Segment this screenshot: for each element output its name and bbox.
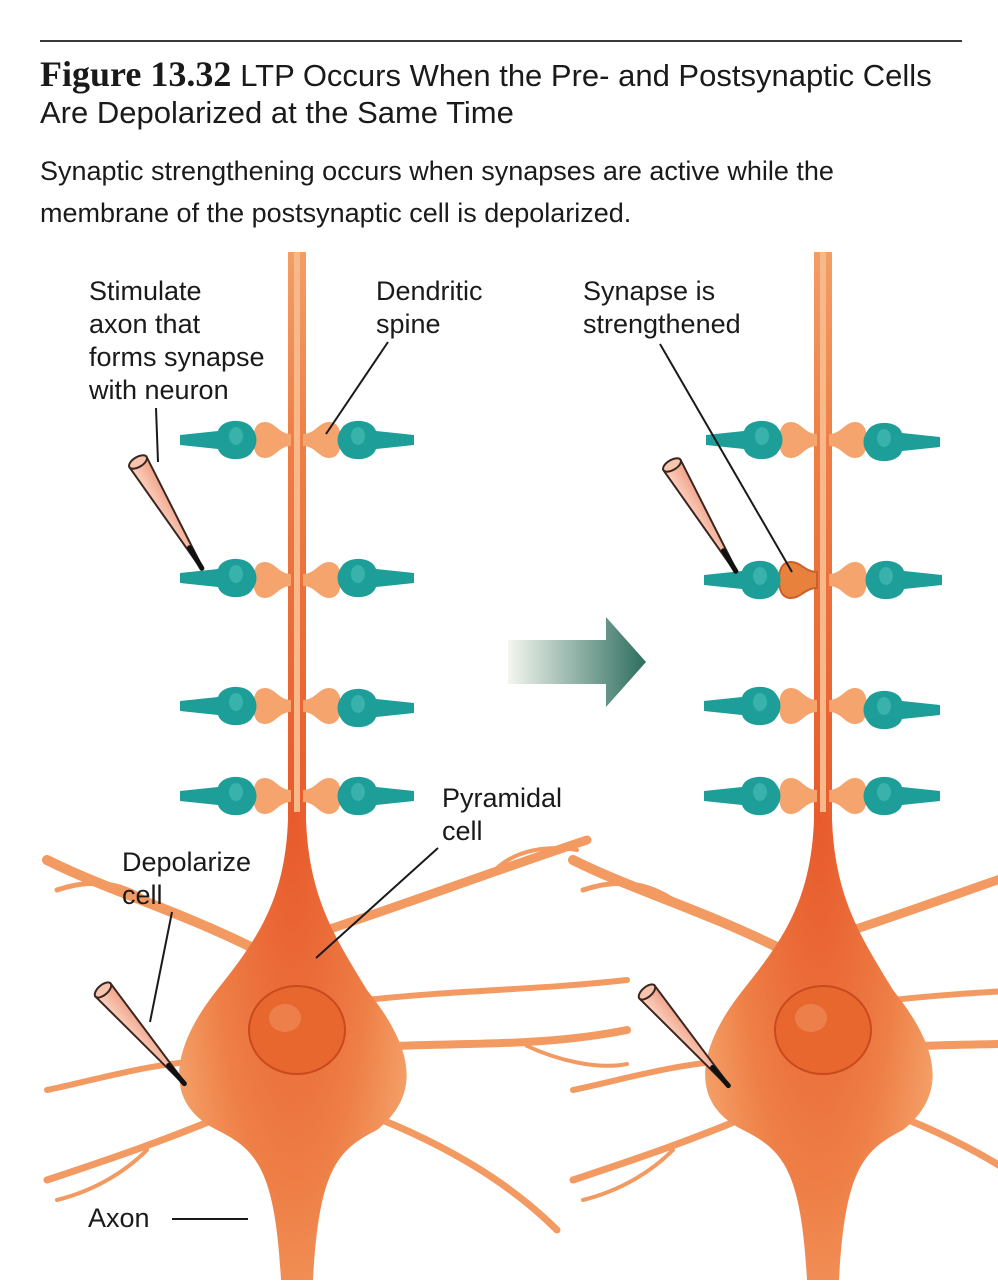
transition-arrow [508,617,646,707]
figure-caption: Synaptic strengthening occurs when synap… [40,156,834,228]
top-rule [40,40,962,42]
label-leader-lines [149,341,793,1220]
ltp-diagram [0,240,998,1281]
label-pyramidal-cell: Pyramidal cell [442,783,563,846]
figure-number: Figure 13.32 [40,54,232,94]
label-depolarize-cell: Depolarize cell [122,847,252,910]
left-stimulating-electrode [127,453,211,574]
right-neuron [573,252,998,1280]
label-synapse-strengthened: Synapse is strengthened [583,276,741,339]
figure-title: LTP Occurs When the Pre- and Postsynapti… [40,58,932,130]
strengthened-spine [777,560,818,600]
label-stimulate-axon: Stimulate axon that forms synapse with n… [89,276,265,405]
figure-heading: Figure 13.32 LTP Occurs When the Pre- an… [40,56,970,131]
label-axon: Axon [88,1203,150,1233]
right-stimulating-electrode [661,456,745,577]
label-dendritic-spine: Dendritic spine [376,276,483,339]
